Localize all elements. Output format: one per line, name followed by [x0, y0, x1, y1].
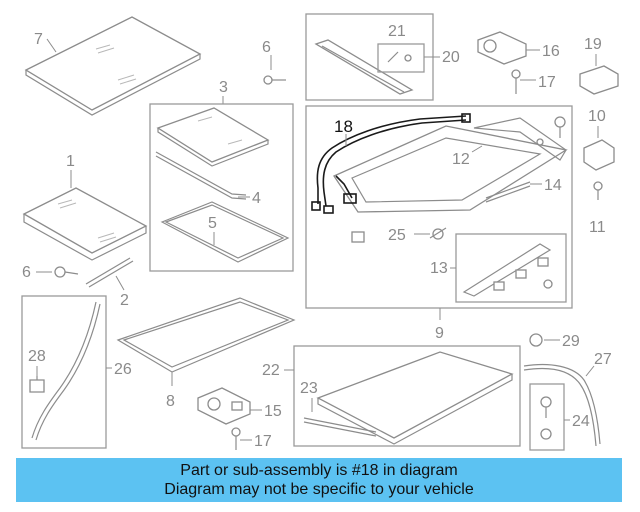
callout-27[interactable]: 27	[594, 351, 612, 368]
leader-12	[471, 145, 483, 153]
banner-line-1: Part or sub-assembly is #18 in diagram	[180, 462, 458, 479]
callout-25[interactable]: 25	[388, 227, 406, 244]
part-25-bolt[interactable]	[429, 227, 447, 240]
part-28-clip[interactable]	[29, 376, 45, 393]
leader-7	[46, 38, 57, 53]
part-23-trim[interactable]	[303, 417, 377, 437]
callout-2[interactable]: 2	[120, 292, 129, 309]
leader-2	[115, 275, 125, 291]
callout-17-bottom[interactable]: 17	[254, 433, 272, 450]
part-6-bolt-top[interactable]	[263, 75, 286, 85]
part-14-guide-rail[interactable]	[485, 181, 531, 203]
part-22-sunshade[interactable]	[316, 351, 514, 445]
callout-10[interactable]: 10	[588, 108, 606, 125]
callout-23[interactable]: 23	[300, 380, 318, 397]
assembly-box-20	[305, 13, 434, 101]
callout-14[interactable]: 14	[544, 177, 562, 194]
callout-6-mid[interactable]: 6	[22, 264, 31, 281]
callout-24[interactable]: 24	[572, 413, 590, 430]
part-26-drain-tube[interactable]	[31, 301, 101, 441]
part-3-glass[interactable]	[156, 107, 270, 167]
assembly-box-3	[149, 103, 294, 272]
part-6-bolt-mid[interactable]	[54, 266, 79, 278]
callout-1[interactable]: 1	[66, 153, 75, 170]
info-banner: Part or sub-assembly is #18 in diagram D…	[16, 458, 622, 502]
callout-5[interactable]: 5	[208, 215, 217, 232]
callout-12[interactable]: 12	[452, 151, 470, 168]
callout-18[interactable]: 18	[334, 117, 353, 136]
part-29-grommet[interactable]	[529, 333, 543, 347]
part-5-seal[interactable]	[160, 201, 290, 263]
part-18-wiring-harness[interactable]	[311, 113, 471, 214]
callout-21[interactable]: 21	[388, 23, 406, 40]
part-20-deflector[interactable]	[314, 39, 414, 95]
callout-13[interactable]: 13	[430, 260, 448, 277]
callout-22[interactable]: 22	[262, 362, 280, 379]
assembly-box-13	[455, 233, 567, 303]
part-screw-frame[interactable]	[554, 116, 566, 138]
callout-26[interactable]: 26	[114, 361, 132, 378]
callout-7[interactable]: 7	[34, 31, 43, 48]
callout-19[interactable]: 19	[584, 36, 602, 53]
callout-4[interactable]: 4	[252, 190, 261, 207]
part-21-bracket[interactable]	[387, 51, 412, 63]
box-21	[377, 43, 425, 73]
assembly-box-22	[293, 345, 521, 447]
callout-17-top[interactable]: 17	[538, 74, 556, 91]
part-9-sunroof-frame[interactable]	[333, 117, 568, 213]
assembly-box-26	[21, 295, 107, 449]
part-17-bolt-top[interactable]	[511, 69, 521, 94]
callout-28[interactable]: 28	[28, 348, 46, 365]
part-4-seal[interactable]	[155, 151, 247, 200]
callout-15[interactable]: 15	[264, 403, 282, 420]
part-19-bracket[interactable]	[579, 65, 619, 95]
part-16-motor[interactable]	[477, 31, 527, 65]
part-15-motor[interactable]	[197, 387, 251, 425]
assembly-box-24	[529, 383, 565, 451]
part-11-clip[interactable]	[593, 181, 603, 200]
callout-11[interactable]: 11	[589, 219, 606, 236]
part-13-mechanism-set[interactable]	[462, 243, 553, 297]
callout-9[interactable]: 9	[435, 325, 444, 342]
part-27-drain-tube[interactable]	[523, 363, 601, 447]
assembly-box-9	[305, 105, 573, 309]
part-2-strip[interactable]	[85, 257, 134, 288]
part-connector-small[interactable]	[351, 231, 365, 243]
part-7-glass-panel[interactable]	[24, 16, 202, 116]
callout-3[interactable]: 3	[219, 79, 228, 96]
part-24-fastener-set[interactable]	[540, 396, 552, 440]
banner-line-2: Diagram may not be specific to your vehi…	[164, 481, 474, 498]
callout-29[interactable]: 29	[562, 333, 580, 350]
part-17-bolt-bottom[interactable]	[231, 427, 241, 450]
part-1-glass-panel[interactable]	[22, 187, 148, 261]
part-10-bracket[interactable]	[583, 139, 615, 171]
callout-6-top[interactable]: 6	[262, 39, 271, 56]
callout-20[interactable]: 20	[442, 49, 460, 66]
part-8-weatherstrip[interactable]	[116, 297, 296, 373]
callout-8[interactable]: 8	[166, 393, 175, 410]
leader-27	[585, 365, 595, 377]
callout-16[interactable]: 16	[542, 43, 560, 60]
